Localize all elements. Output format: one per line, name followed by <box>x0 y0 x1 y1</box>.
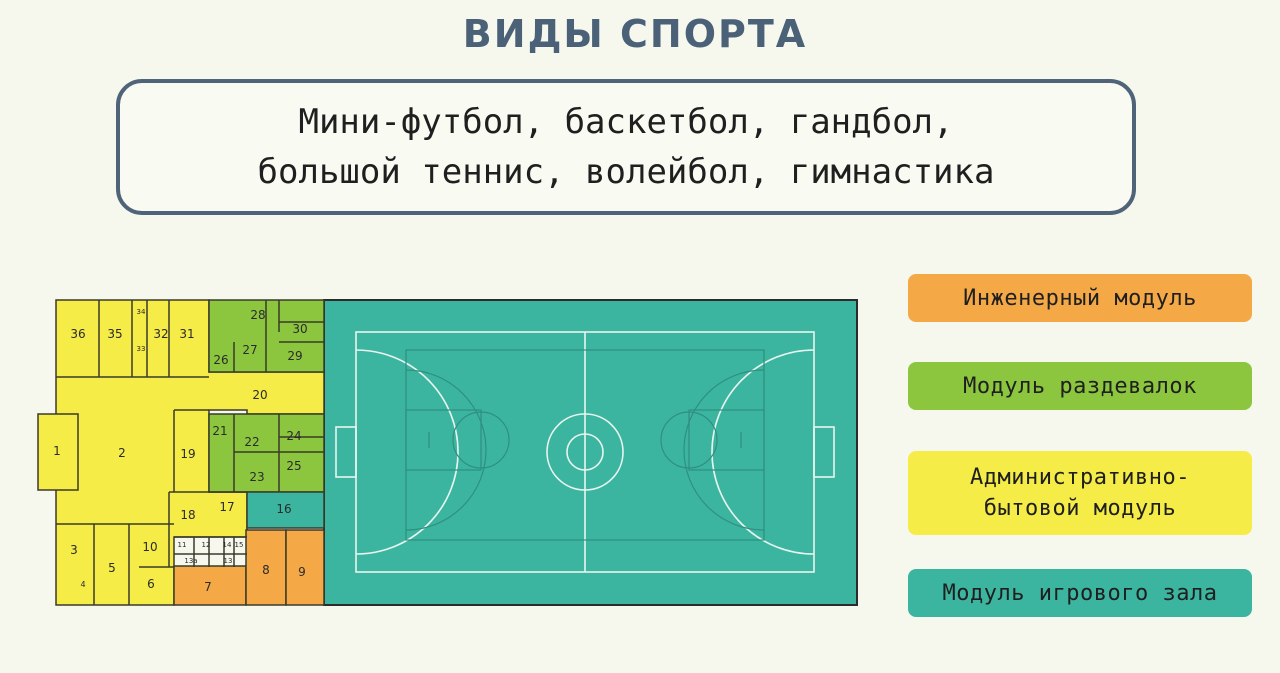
sports-line-2: большой теннис, волейбол, гимнастика <box>257 152 995 192</box>
sports-line-1: Мини-футбол, баскетбол, гандбол, <box>298 102 954 142</box>
game-hall <box>323 299 858 606</box>
room-label-7: 7 <box>204 580 212 594</box>
room-label-34: 34 <box>137 308 146 316</box>
room-label-16: 16 <box>276 502 291 516</box>
room-label-15: 15 <box>235 541 244 549</box>
page-title: ВИДЫ СПОРТА <box>462 12 808 56</box>
room-label-5: 5 <box>108 561 116 575</box>
room-label-30: 30 <box>292 322 307 336</box>
legend-changing-label: Модуль раздевалок <box>963 373 1197 399</box>
room-label-1: 1 <box>53 444 61 458</box>
room-label-17: 17 <box>219 500 234 514</box>
sports-list-box: Мини-футбол, баскетбол, гандбол, большой… <box>116 79 1136 215</box>
room-label-14: 14 <box>223 541 232 549</box>
room-label-26: 26 <box>213 353 228 367</box>
engineering-room-8 <box>245 529 287 606</box>
room-label-9: 9 <box>298 565 306 579</box>
room-label-2: 2 <box>118 446 126 460</box>
room-label-24: 24 <box>286 429 301 443</box>
legend-admin-label-2: бытовой модуль <box>983 496 1177 521</box>
room-label-19: 19 <box>180 447 195 461</box>
room-label-13a: 13а <box>184 557 197 565</box>
changing-module-middle <box>208 413 325 493</box>
room-label-33: 33 <box>137 345 146 353</box>
legend-hall: Модуль игрового зала <box>908 569 1252 617</box>
room-label-11: 11 <box>178 541 187 549</box>
room-label-20: 20 <box>252 388 267 402</box>
legend-admin-label-1: Административно- <box>970 465 1190 490</box>
room-16 <box>246 491 325 529</box>
room-label-22: 22 <box>244 435 259 449</box>
room-label-12: 12 <box>202 541 211 549</box>
room-label-35: 35 <box>107 327 122 341</box>
legend-admin: Административно- бытовой модуль <box>908 451 1252 535</box>
room-label-27: 27 <box>242 343 257 357</box>
room-label-4: 4 <box>80 580 85 589</box>
room-label-10: 10 <box>142 540 157 554</box>
room-label-28: 28 <box>250 308 265 322</box>
room-label-6: 6 <box>147 577 155 591</box>
sports-list: Мини-футбол, баскетбол, гандбол, большой… <box>258 97 995 197</box>
room-label-13: 13 <box>224 557 233 565</box>
room-label-8: 8 <box>262 563 270 577</box>
entrance-vestibule <box>37 413 79 491</box>
room-label-21: 21 <box>212 424 227 438</box>
room-label-29: 29 <box>287 349 302 363</box>
legend-hall-label: Модуль игрового зала <box>942 580 1218 606</box>
engineering-room-9 <box>285 529 325 606</box>
floor-plan: 1 2 3 4 5 6 7 8 9 10 11 12 13а 13 14 15 … <box>37 299 858 606</box>
room-label-23: 23 <box>249 470 264 484</box>
room-label-36: 36 <box>70 327 85 341</box>
room-label-3: 3 <box>70 543 78 557</box>
legend-engineering-label: Инженерный модуль <box>963 285 1197 311</box>
room-label-18: 18 <box>180 508 195 522</box>
legend-changing: Модуль раздевалок <box>908 362 1252 410</box>
legend-engineering: Инженерный модуль <box>908 274 1252 322</box>
room-label-31: 31 <box>179 327 194 341</box>
room-label-32: 32 <box>153 327 168 341</box>
room-label-25: 25 <box>286 459 301 473</box>
